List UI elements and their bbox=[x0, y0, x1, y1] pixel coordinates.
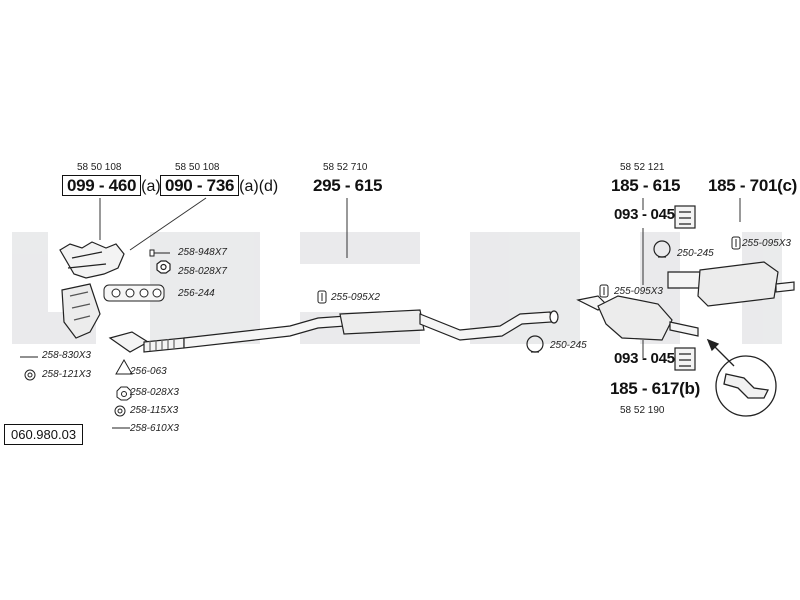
manifold-gasket-icon bbox=[103, 284, 165, 302]
catalog-number: 060.980.03 bbox=[4, 424, 84, 445]
accessory-clamp-mid[interactable]: 255-095X2 bbox=[331, 292, 380, 303]
part-manifold-b[interactable]: 090 - 736(a)(d) bbox=[160, 175, 279, 196]
accessory-a3[interactable]: 256-244 bbox=[178, 288, 215, 299]
part-manifold-a[interactable]: 099 - 460(a) bbox=[62, 175, 161, 196]
accessory-clamp-rear-mid[interactable]: 255-095X3 bbox=[614, 286, 663, 297]
accessory-a9[interactable]: 258-610X3 bbox=[130, 423, 179, 434]
part-number-manifold-a: 099 - 460 bbox=[62, 175, 142, 196]
bolt-icon bbox=[149, 249, 170, 257]
part-number-middle-muffler[interactable]: 185 - 617(b) bbox=[610, 379, 700, 398]
accessory-clamp-top[interactable]: 250-245 bbox=[677, 248, 714, 259]
clamp-icon bbox=[317, 236, 741, 304]
leader-lines bbox=[99, 197, 741, 358]
part-number-rear-muffler-alt[interactable]: 185 - 701(c) bbox=[708, 176, 798, 195]
part-suffix-manifold-b: (a)(d) bbox=[239, 178, 279, 195]
accessory-icons bbox=[20, 356, 133, 429]
oe-number-front-pipe: 58 52 710 bbox=[323, 162, 368, 173]
accessory-a1[interactable]: 258-948X7 bbox=[178, 247, 227, 258]
oe-number-manifold-a: 58 50 108 bbox=[77, 162, 122, 173]
accessory-a8[interactable]: 258-115X3 bbox=[130, 405, 179, 416]
oe-number-rear-muffler: 58 52 121 bbox=[620, 162, 665, 173]
nut-icon bbox=[156, 260, 171, 274]
accessory-a2[interactable]: 258-028X7 bbox=[178, 266, 227, 277]
accessory-a4[interactable]: 258-830X3 bbox=[42, 350, 91, 361]
flex-pipe-icon bbox=[108, 331, 185, 353]
accessory-a7[interactable]: 258-028X3 bbox=[130, 387, 179, 398]
detail-callout-icon bbox=[706, 338, 777, 417]
part-number-front-pipe[interactable]: 295 - 615 bbox=[313, 176, 383, 195]
exhaust-manifold-icon bbox=[59, 241, 125, 279]
part-number-rear-muffler[interactable]: 185 - 615 bbox=[611, 176, 681, 195]
accessory-a5[interactable]: 258-121X3 bbox=[42, 369, 91, 380]
oe-number-manifold-b: 58 50 108 bbox=[175, 162, 220, 173]
band-clamp-icon bbox=[526, 240, 671, 353]
accessory-a6[interactable]: 256-063 bbox=[130, 366, 167, 377]
part-number-manifold-b: 090 - 736 bbox=[160, 175, 240, 196]
part-suffix-manifold-a: (a) bbox=[141, 178, 161, 195]
catalytic-converter-icon bbox=[61, 283, 101, 339]
part-number-hanger-top[interactable]: 093 - 045 bbox=[614, 206, 675, 223]
rear-muffler-icon bbox=[667, 261, 795, 307]
part-number-hanger-bottom[interactable]: 093 - 045 bbox=[614, 350, 675, 367]
resonator-muffler-icon bbox=[339, 309, 559, 341]
accessory-clamp-top-right[interactable]: 255-095X3 bbox=[742, 238, 791, 249]
middle-muffler-icon bbox=[576, 295, 699, 341]
rubber-hanger-icon bbox=[674, 205, 696, 371]
accessory-clamp-front[interactable]: 250-245 bbox=[550, 340, 587, 351]
oe-number-middle-muffler: 58 52 190 bbox=[620, 405, 665, 416]
